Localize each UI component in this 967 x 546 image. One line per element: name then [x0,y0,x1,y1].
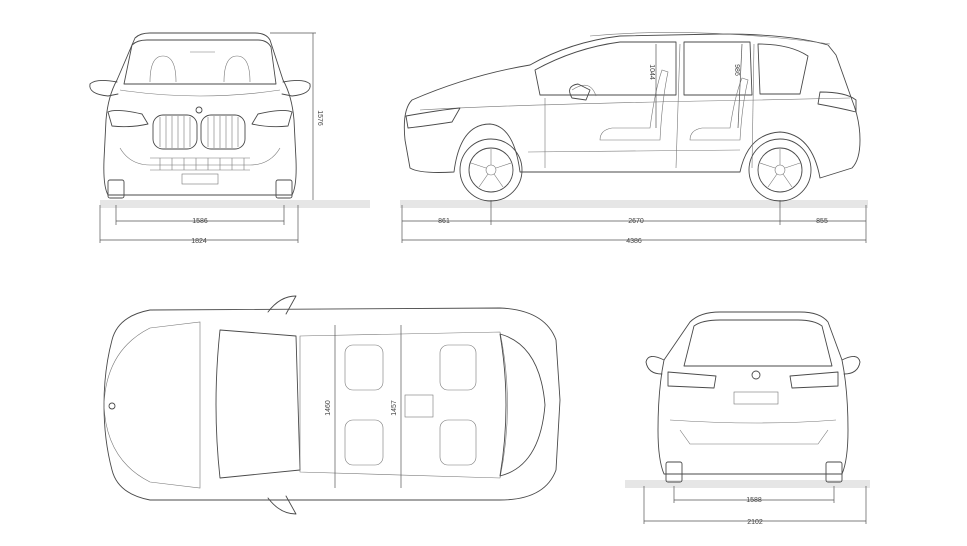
side-front-overhang-label: 861 [438,218,450,225]
side-ground [400,200,868,208]
front-headlight-left [107,109,149,128]
side-shoulder-line [419,97,851,111]
front-grille-right [200,114,246,150]
side-rear-seat [689,77,749,141]
rear-view: 1588 2102 [625,311,870,526]
rear-window [683,319,833,367]
front-width-label: 1824 [191,238,207,245]
side-headroom-front-label: 1044 [648,64,655,80]
side-front-window [534,41,677,96]
side-body-outline [403,33,861,179]
front-grille-left [152,114,198,150]
rear-taillight-left [667,371,717,389]
side-rear-overhang-label: 855 [816,218,828,225]
rear-body-outline [657,311,849,475]
front-body-outline [103,32,297,196]
front-bumper-line [119,147,281,166]
front-ground [100,200,370,208]
top-roof [299,331,508,479]
side-headroom-rear-dim [737,43,743,129]
side-door-rear-edge [751,43,755,169]
rear-taillight-right [789,371,839,389]
side-sill-line [527,149,741,153]
front-plate [181,173,219,185]
front-tire-left [107,179,125,199]
rear-plate [733,391,779,405]
front-mirror-left [89,79,119,97]
front-track-label: 1586 [192,218,208,225]
top-seat-rear-left [439,344,477,391]
front-hood-line [119,89,281,97]
front-logo [195,106,203,114]
side-mirror [569,83,591,101]
top-seat-front-left [344,344,384,391]
top-body-outline [103,307,561,501]
rear-logo [751,370,761,380]
front-grille-bars [159,116,239,148]
side-quarter-window [757,43,809,95]
front-headlight-right [251,109,293,128]
rear-tire-left [665,461,683,483]
side-rear-window [683,41,753,96]
front-mirror-right [281,79,311,97]
top-logo [108,402,116,410]
side-wheel-rear [748,138,812,202]
side-wheel-front [459,138,523,202]
top-console [404,394,434,418]
top-mirror-right [267,495,297,515]
side-headroom-rear-label: 986 [733,64,740,76]
top-mirror-left [267,295,297,315]
rear-mirror-left [645,356,665,375]
front-view: 1576 1586 1824 [89,32,370,245]
front-seat-left [149,55,177,83]
rear-track-label: 1588 [746,497,762,504]
side-roof-rail [589,32,831,45]
rear-bumper-line [669,419,837,424]
top-windshield [215,329,301,479]
rear-diffuser [679,429,829,445]
rear-ground [625,480,870,488]
top-shoulder-rear-label: 1457 [391,400,398,416]
top-shoulder-front-label: 1460 [325,400,332,416]
side-steering [571,84,597,97]
front-seat-right [223,55,251,83]
top-hood [103,321,201,489]
side-front-seat [599,69,669,141]
rear-tire-right [825,461,843,483]
side-door-divider [675,43,681,169]
front-windshield [123,39,277,85]
front-lower-intake [150,157,250,171]
side-wheelbase-label: 2670 [628,218,644,225]
side-length-label: 4386 [626,238,642,245]
side-headlight [405,107,461,129]
side-view: 1044 986 861 2670 855 4386 [400,32,868,245]
rear-width-label: 2102 [747,519,763,526]
front-height-label: 1576 [316,110,323,126]
top-view: 1460 1457 [103,295,561,515]
side-taillight [817,91,857,113]
rear-mirror-right [841,356,861,375]
top-rear-glass [499,333,546,477]
top-seat-front-right [344,419,384,466]
front-tire-right [275,179,293,199]
top-seat-rear-right [439,419,477,466]
